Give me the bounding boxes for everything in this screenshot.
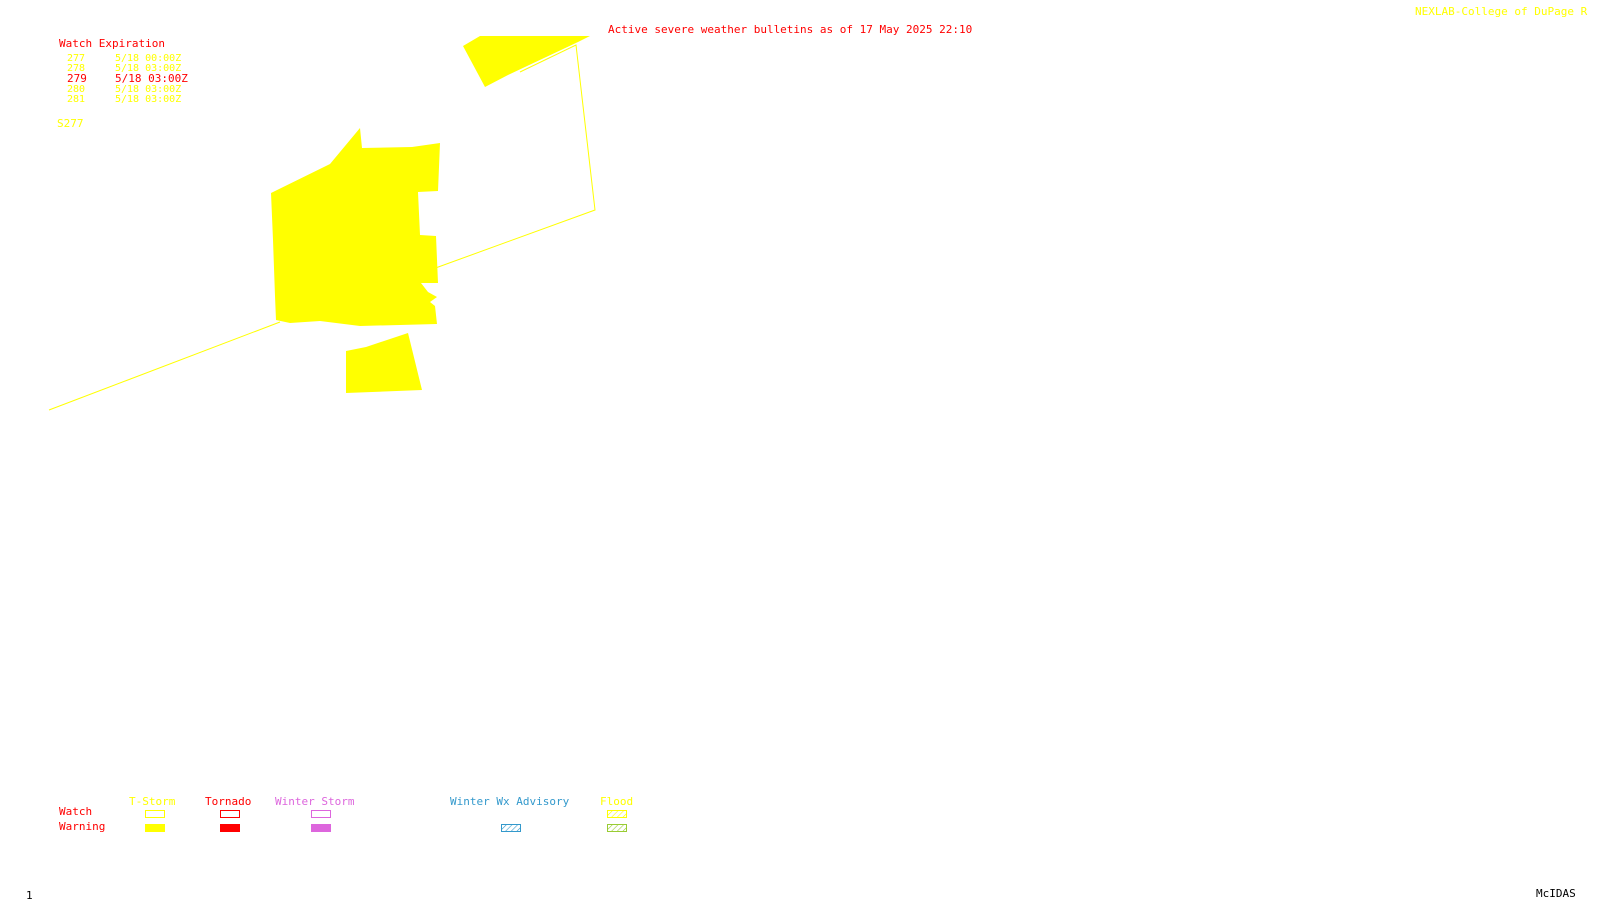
- watch-row-time: 5/18 03:00Z: [115, 84, 182, 95]
- bulletin-title: Active severe weather bulletins as of 17…: [608, 23, 973, 36]
- watch-outline: [48, 44, 596, 411]
- frame-number: 1: [26, 889, 33, 902]
- legend-watch-label: Watch: [59, 805, 93, 818]
- watch-row-time: 5/18 03:00Z: [115, 63, 182, 74]
- legend-winter-wx-advisory-label: Winter Wx Advisory: [450, 795, 570, 808]
- legend-flood-label: Flood: [600, 795, 634, 808]
- legend-winter-storm-label: Winter Storm: [275, 795, 355, 808]
- warning-polygon-main: [271, 128, 440, 326]
- legend-tornado-warning-swatch: [220, 824, 240, 832]
- watch-row-id: 278: [67, 63, 86, 74]
- watch-row-time: 5/18 00:00Z: [115, 53, 182, 64]
- legend-winter-storm-watch-swatch: [311, 810, 331, 818]
- legend-flood-watch-swatch: [607, 810, 627, 818]
- legend-winter-storm-warning-swatch: [311, 824, 331, 832]
- watch-row-id: 279: [67, 72, 87, 85]
- legend-tornado-watch-swatch: [220, 810, 240, 818]
- watch-row-id: 280: [67, 84, 86, 95]
- watch-row-id: 281: [67, 94, 86, 105]
- legend-warning-label: Warning: [59, 820, 106, 833]
- warning-polygon-north: [463, 36, 590, 87]
- legend-tstorm-watch-swatch: [145, 810, 165, 818]
- watch-row-id: 277: [67, 53, 86, 64]
- legend-tstorm-warning-swatch: [145, 824, 165, 832]
- software-label: McIDAS: [1536, 887, 1576, 900]
- watch-expiration-title: Watch Expiration: [59, 37, 165, 50]
- legend-tornado-label: Tornado: [205, 795, 252, 808]
- legend-flood-warning-swatch: [607, 824, 627, 832]
- watch-row-time: 5/18 03:00Z: [115, 72, 188, 85]
- credit-text: NEXLAB-College of DuPage R: [1415, 5, 1588, 18]
- legend-winter-wx-advisory-warning-swatch: [501, 824, 521, 832]
- watch-row-time: 5/18 03:00Z: [115, 94, 182, 105]
- watch-label: S277: [57, 117, 84, 130]
- warning-polygon-south: [346, 333, 422, 393]
- legend-tstorm-label: T-Storm: [129, 795, 176, 808]
